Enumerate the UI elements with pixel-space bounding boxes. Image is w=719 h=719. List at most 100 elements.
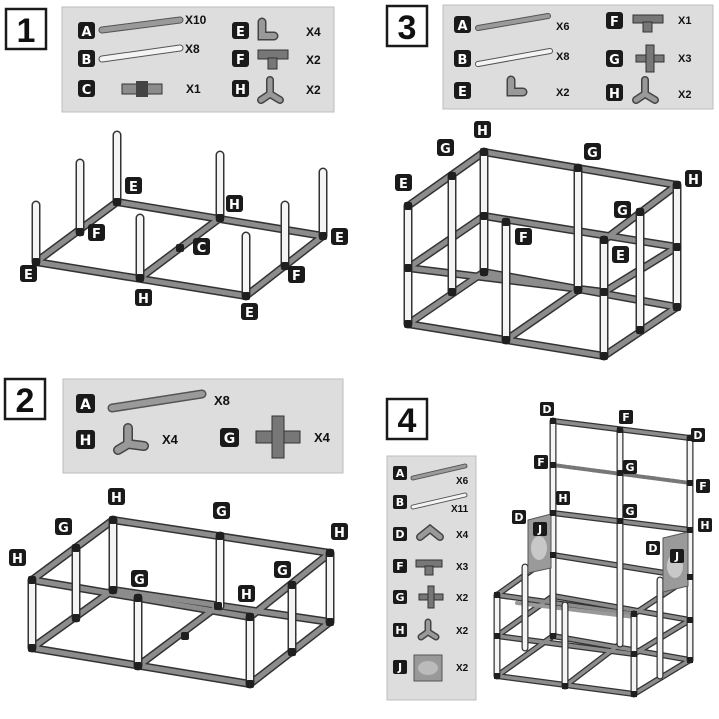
part-qty: X2 bbox=[306, 53, 321, 67]
callout-label: J bbox=[674, 550, 679, 563]
part-qty: X2 bbox=[678, 89, 691, 101]
step-2-frame bbox=[27, 515, 335, 689]
part-badge bbox=[78, 22, 95, 39]
part-qty: X2 bbox=[306, 83, 321, 97]
part-letter: H bbox=[235, 83, 246, 98]
step-4-part-list: A X6 B X11 D X4 F X3 G X2 H X2 J X2 bbox=[393, 466, 469, 674]
callout-label: F bbox=[699, 480, 707, 493]
callout-label: H bbox=[229, 198, 240, 213]
part-badge bbox=[78, 50, 95, 67]
part-qty: X4 bbox=[306, 25, 321, 39]
part-letter: C bbox=[82, 83, 92, 98]
callout-label: G bbox=[58, 521, 69, 536]
part-qty: X3 bbox=[678, 53, 691, 65]
callout-label: G bbox=[216, 505, 227, 520]
callout-label: D bbox=[693, 429, 702, 442]
step-1: 1 A X10 B X8 bbox=[4, 6, 348, 321]
callout-label: G bbox=[625, 461, 634, 474]
part-letter: A bbox=[80, 397, 91, 413]
step-1-number-box bbox=[4, 7, 48, 51]
step-2-number: 2 bbox=[16, 382, 35, 420]
callout-label: E bbox=[399, 177, 408, 192]
part-qty: X1 bbox=[186, 82, 201, 96]
callout-label: G bbox=[277, 564, 288, 579]
part-qty: X8 bbox=[556, 51, 569, 63]
step-3-frame bbox=[403, 147, 682, 361]
part-qty: X4 bbox=[162, 432, 179, 447]
callout-label: E bbox=[24, 268, 33, 283]
part-letter: F bbox=[236, 53, 245, 68]
step-3: 3 A X6 B X8 E X2 F X1 G X3 H bbox=[385, 4, 714, 361]
step-2-callouts: H G H G H G G H bbox=[9, 488, 348, 603]
part-qty: X2 bbox=[456, 663, 469, 674]
part-qty: X10 bbox=[185, 13, 207, 27]
step-4: 4 A X6 B X11 D X4 F X3 G bbox=[385, 397, 712, 701]
step-3-callouts: H G G E H G F E bbox=[395, 121, 702, 264]
callout-label: G bbox=[440, 142, 451, 157]
step-4-number: 4 bbox=[398, 402, 417, 440]
part-letter: E bbox=[236, 25, 245, 40]
step-4-callouts: D F D F G F H G D J H D J bbox=[512, 402, 712, 563]
step-1-part-icons bbox=[98, 16, 289, 104]
part-badge bbox=[78, 80, 95, 97]
callout-label: H bbox=[138, 292, 149, 307]
callout-label: C bbox=[197, 241, 207, 256]
part-letter: G bbox=[224, 431, 236, 447]
step-1-part-list: A X10 B X8 C X1 E X4 F X2 H X2 bbox=[78, 13, 321, 98]
step-2-part-list: A X8 H X4 G X4 bbox=[76, 393, 331, 449]
callout-label: H bbox=[477, 124, 488, 139]
part-qty: X4 bbox=[314, 430, 331, 445]
step-3-number: 3 bbox=[398, 9, 417, 47]
part-qty: X8 bbox=[185, 42, 200, 56]
step-1-number: 1 bbox=[17, 12, 36, 50]
callout-label: H bbox=[688, 173, 699, 188]
callout-label: E bbox=[335, 231, 344, 246]
step-4-frame bbox=[493, 417, 694, 698]
part-letter: E bbox=[458, 85, 467, 100]
callout-label: H bbox=[334, 526, 345, 541]
step-3-parts-panel bbox=[442, 4, 714, 110]
callout-label: G bbox=[617, 204, 628, 219]
step-1-callouts: E F E H C H E E F bbox=[20, 177, 348, 321]
callout-label: F bbox=[537, 456, 545, 469]
part-letter: A bbox=[81, 25, 91, 40]
step-3-number-box bbox=[385, 4, 429, 48]
step-2: 2 A X8 H X4 G X4 bbox=[3, 377, 348, 689]
callout-label: E bbox=[245, 306, 254, 321]
step-2-number-box bbox=[3, 377, 47, 421]
part-letter: D bbox=[395, 528, 404, 541]
part-letter: A bbox=[396, 467, 405, 480]
callout-label: H bbox=[558, 492, 567, 505]
part-letter: A bbox=[457, 19, 467, 34]
callout-label: D bbox=[542, 403, 551, 416]
part-badge bbox=[232, 22, 249, 39]
callout-label: F bbox=[92, 227, 101, 242]
callout-label: G bbox=[134, 573, 145, 588]
callout-label: F bbox=[519, 231, 528, 246]
step-4-number-box bbox=[385, 397, 429, 441]
part-badge bbox=[232, 50, 249, 67]
part-letter: B bbox=[396, 496, 404, 509]
callout-label: D bbox=[514, 511, 523, 524]
part-letter: F bbox=[396, 560, 404, 573]
callout-label: D bbox=[648, 542, 657, 555]
part-qty: X1 bbox=[678, 15, 691, 27]
part-qty: X2 bbox=[456, 626, 469, 637]
part-letter: B bbox=[458, 53, 468, 68]
part-letter: B bbox=[82, 53, 92, 68]
part-qty: X2 bbox=[456, 593, 469, 604]
part-qty: X11 bbox=[451, 504, 469, 515]
part-qty: X6 bbox=[556, 21, 569, 33]
part-qty: X3 bbox=[456, 562, 469, 573]
callout-label: E bbox=[129, 180, 138, 195]
part-letter: H bbox=[80, 433, 92, 449]
step-3-part-list: A X6 B X8 E X2 F X1 G X3 H X2 bbox=[454, 12, 691, 102]
callout-label: H bbox=[241, 588, 252, 603]
callout-label: H bbox=[111, 491, 122, 506]
callout-label: H bbox=[700, 519, 709, 532]
callout-label: F bbox=[292, 269, 301, 284]
step-2-part-icons bbox=[107, 389, 301, 459]
part-letter: J bbox=[397, 661, 402, 674]
part-qty: X6 bbox=[456, 476, 469, 487]
